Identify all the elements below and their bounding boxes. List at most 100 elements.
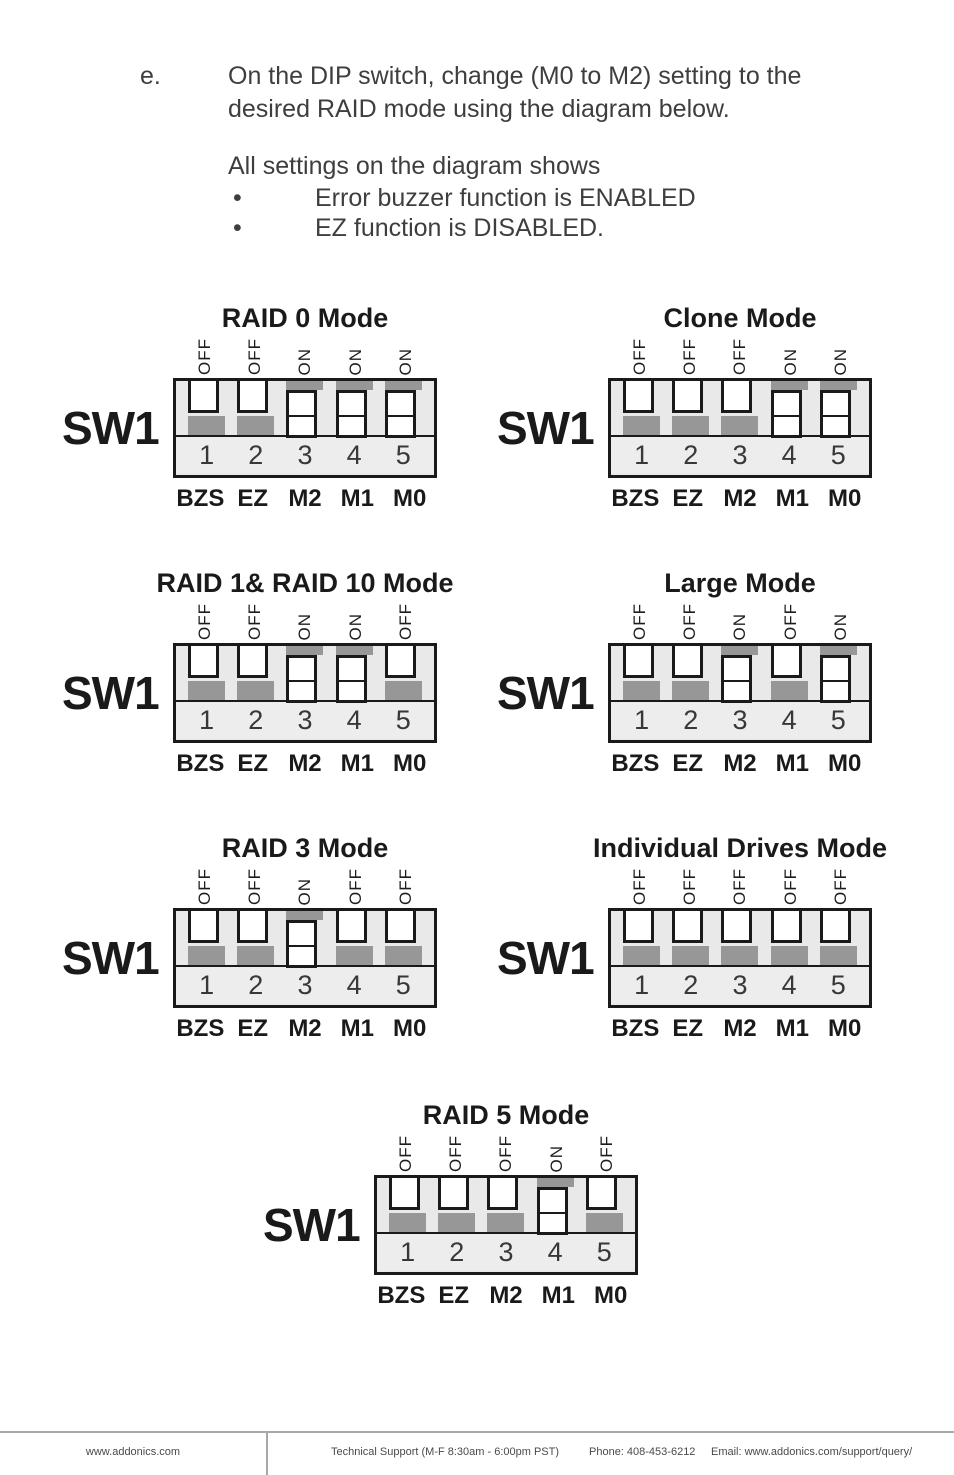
signal-label-m2: M2 [288,485,322,512]
switch-number-3: 3 [297,704,313,735]
state-label-text: OFF [680,868,700,905]
state-label-2: OFF [236,603,273,640]
dip-switch-5 [384,911,422,965]
signal-label-bzs: BZS [611,1015,660,1042]
bullet-marker: • [233,214,242,242]
dip-diagram-7: RAID 5 Mode OFF OFF OFF ON OFF SW1 1 2 3… [263,1100,638,1310]
diagram-title: Large Mode [608,568,872,600]
state-label-text: OFF [830,868,850,905]
signal-label-bzs: BZS [176,485,225,512]
state-label-2: OFF [671,338,708,375]
switch-slot-cap [286,646,324,655]
switch-actuator [384,390,416,438]
state-label-4: OFF [337,868,374,905]
state-label-text: ON [295,612,315,641]
switch-name-label: SW1 [62,402,160,454]
state-label-2: OFF [236,868,273,905]
dip-switch-2 [237,911,275,965]
switch-slot-cap [672,946,710,965]
switch-actuator [237,646,269,678]
state-label-1: OFF [387,1135,424,1172]
switch-slot-cap [623,946,661,965]
state-label-3: ON [286,878,323,906]
state-label-1: OFF [621,868,658,905]
diagram-title-text: RAID 3 Mode [221,833,389,863]
switch-number-2: 2 [683,969,699,1000]
state-label-text: OFF [780,603,800,640]
switch-slot-cap [188,946,226,965]
state-label-text: OFF [780,868,800,905]
step-letter: e. [140,62,161,90]
state-labels-row: OFF OFF ON OFF OFF [173,865,437,908]
dip-switch-4 [770,381,808,438]
state-label-4: ON [337,348,374,376]
state-label-5: OFF [588,1135,625,1172]
step-line-1: On the DIP switch, change (M0 to M2) set… [228,62,802,90]
dip-switch-3 [721,381,759,435]
dip-switch-4 [335,381,373,438]
dip-switch-housing: 1 2 3 4 5 [374,1175,638,1275]
switch-actuator [237,381,269,413]
switch-number-1: 1 [199,704,215,735]
state-label-4: OFF [772,603,809,640]
switch-number-1: 1 [634,969,650,1000]
dip-switch-4 [770,646,808,700]
switch-actuator [286,920,318,968]
switch-actuator [672,646,704,678]
switch-number-4: 4 [346,704,362,735]
signal-label-m2: M2 [723,1015,757,1042]
instruction-step: e. On the DIP switch, change (M0 to M2) … [140,60,820,126]
switch-slot-cap [819,946,857,965]
state-label-2: OFF [437,1135,474,1172]
footer-rule [0,1431,954,1433]
state-label-text: OFF [630,603,650,640]
diagram-title: RAID 5 Mode [374,1100,638,1132]
state-label-text: OFF [195,603,215,640]
signal-label-m2: M2 [723,485,757,512]
step-text: On the DIP switch, change (M0 to M2) set… [228,60,801,126]
switch-name-label: SW1 [497,667,595,719]
dip-switch-5 [384,646,422,700]
signal-label-ez: EZ [237,1015,268,1042]
switch-slot-cap [237,946,275,965]
switch-slot-cap [770,381,808,390]
switch-actuator [770,646,802,678]
footer-divider [266,1433,268,1475]
settings-note: All settings on the diagram shows [228,152,601,180]
switch-number-4: 4 [346,969,362,1000]
switch-actuator [672,911,704,943]
dip-switch-housing: 1 2 3 4 5 [608,378,872,478]
dip-switch-5 [585,1178,623,1232]
signal-labels-row: BZS EZ M2 M1 M0 [173,743,437,778]
dip-switch-4 [770,911,808,965]
switch-name-label: SW1 [497,932,595,984]
state-label-3: OFF [721,338,758,375]
switch-actuator [384,911,416,943]
diagram-title: RAID 3 Mode [173,833,437,865]
state-label-text: OFF [245,868,265,905]
switch-name-label: SW1 [62,932,160,984]
switch-actuator [188,646,220,678]
signal-label-bzs: BZS [611,750,660,777]
signal-label-ez: EZ [237,485,268,512]
switch-actuator [335,655,367,703]
state-label-text: OFF [395,603,415,640]
bullet-marker: • [233,184,242,212]
signal-label-m0: M0 [392,750,427,777]
dip-diagram-2: Clone Mode OFF OFF OFF ON ON SW1 1 2 3 4 [497,303,872,513]
signal-label-m2: M2 [723,750,757,777]
signal-label-m1: M1 [541,1282,575,1309]
switch-number-5: 5 [395,439,411,470]
state-label-1: OFF [621,603,658,640]
switch-actuator [721,655,753,703]
switch-slot-cap [335,381,373,390]
switch-slot-cap [819,646,857,655]
state-label-text: OFF [630,868,650,905]
state-label-text: ON [345,612,365,641]
dip-diagram-5: RAID 3 Mode OFF OFF ON OFF OFF SW1 1 2 3… [62,833,437,1043]
state-label-3: OFF [487,1135,524,1172]
switch-actuator [188,381,220,413]
state-label-text: OFF [245,603,265,640]
switch-slot-cap [819,381,857,390]
switch-numbers-row: 1 2 3 4 5 [176,700,434,738]
